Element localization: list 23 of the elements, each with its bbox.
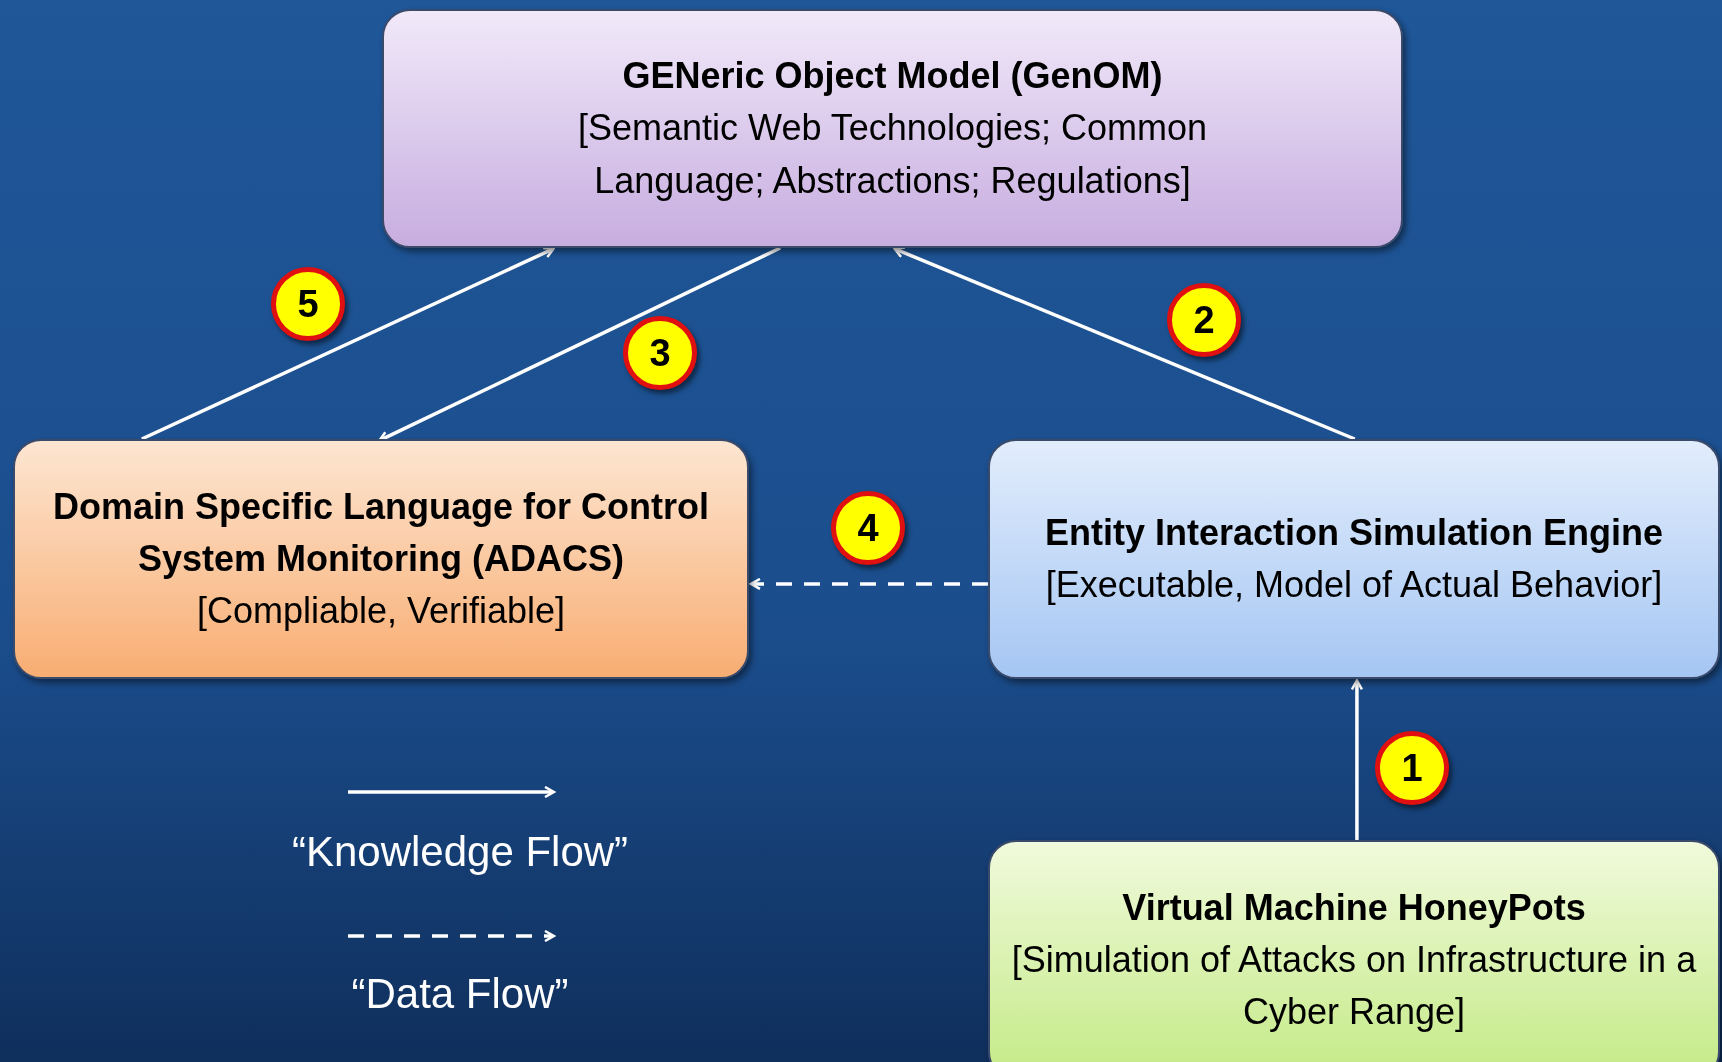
box-description: [Executable, Model of Actual Behavior] xyxy=(1045,563,1663,607)
box-heading: GENeric Object Model (GenOM) xyxy=(622,54,1163,99)
callout-number: 1 xyxy=(1375,731,1449,805)
process-box xyxy=(988,840,1720,1062)
callout-number: 2 xyxy=(1167,283,1241,357)
arrow xyxy=(749,577,988,591)
arrow xyxy=(1350,679,1364,840)
box-description: [Compliable, Verifiable] xyxy=(196,589,566,634)
arrow xyxy=(893,246,1356,441)
process-box xyxy=(382,9,1403,248)
legend-label: “Knowledge Flow” xyxy=(291,827,629,877)
callout-number: 4 xyxy=(831,491,905,565)
callout-number: 3 xyxy=(623,316,697,390)
box-heading: Domain Specific Language for Control System Monitoring (ADACS) xyxy=(51,484,711,581)
callout-number: 5 xyxy=(271,267,345,341)
box-description: [Semantic Web Technologies; Common Language; Abstractions; Regulations] xyxy=(577,106,1208,203)
box-heading: Entity Interaction Simulation Engine xyxy=(1044,510,1663,555)
box-heading: Virtual Machine HoneyPots xyxy=(1122,885,1586,930)
process-box xyxy=(988,439,1720,679)
arrow xyxy=(141,246,555,441)
box-description: [Simulation of Attacks on Infrastructure in a Cyber Range] xyxy=(1010,937,1698,1035)
process-box xyxy=(13,439,749,679)
legend-label: “Data Flow” xyxy=(351,969,569,1019)
